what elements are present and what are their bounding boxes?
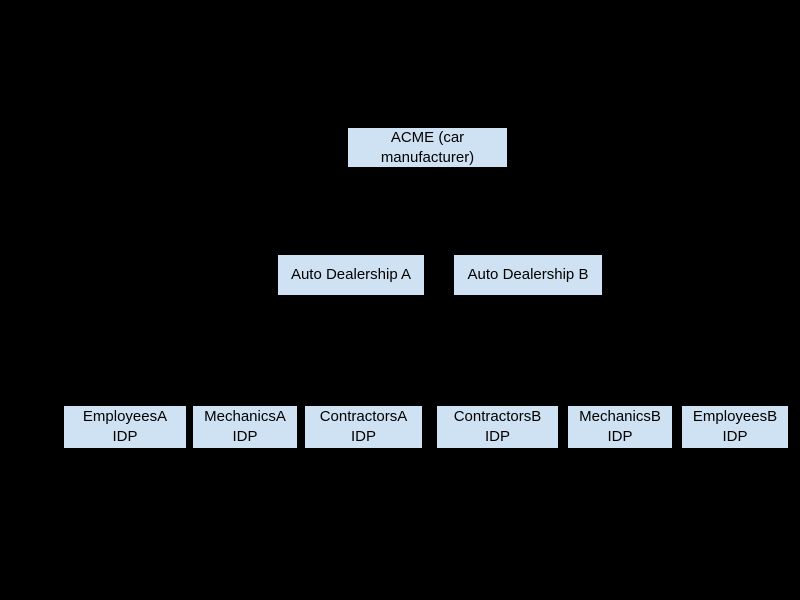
node-auto-dealership-a: Auto Dealership A (277, 254, 425, 296)
node-auto-dealership-b: Auto Dealership B (453, 254, 603, 296)
node-employeesa-idp: EmployeesA IDP (63, 405, 187, 449)
node-contractorsb-idp: ContractorsB IDP (436, 405, 559, 449)
node-employeesb-idp: EmployeesB IDP (681, 405, 789, 449)
node-mechanicsb-idp: MechanicsB IDP (567, 405, 673, 449)
node-mechanicsa-idp: MechanicsA IDP (192, 405, 298, 449)
node-contractorsa-idp: ContractorsA IDP (304, 405, 423, 449)
node-acme-car-manufacturer: ACME (car manufacturer) (347, 127, 508, 168)
